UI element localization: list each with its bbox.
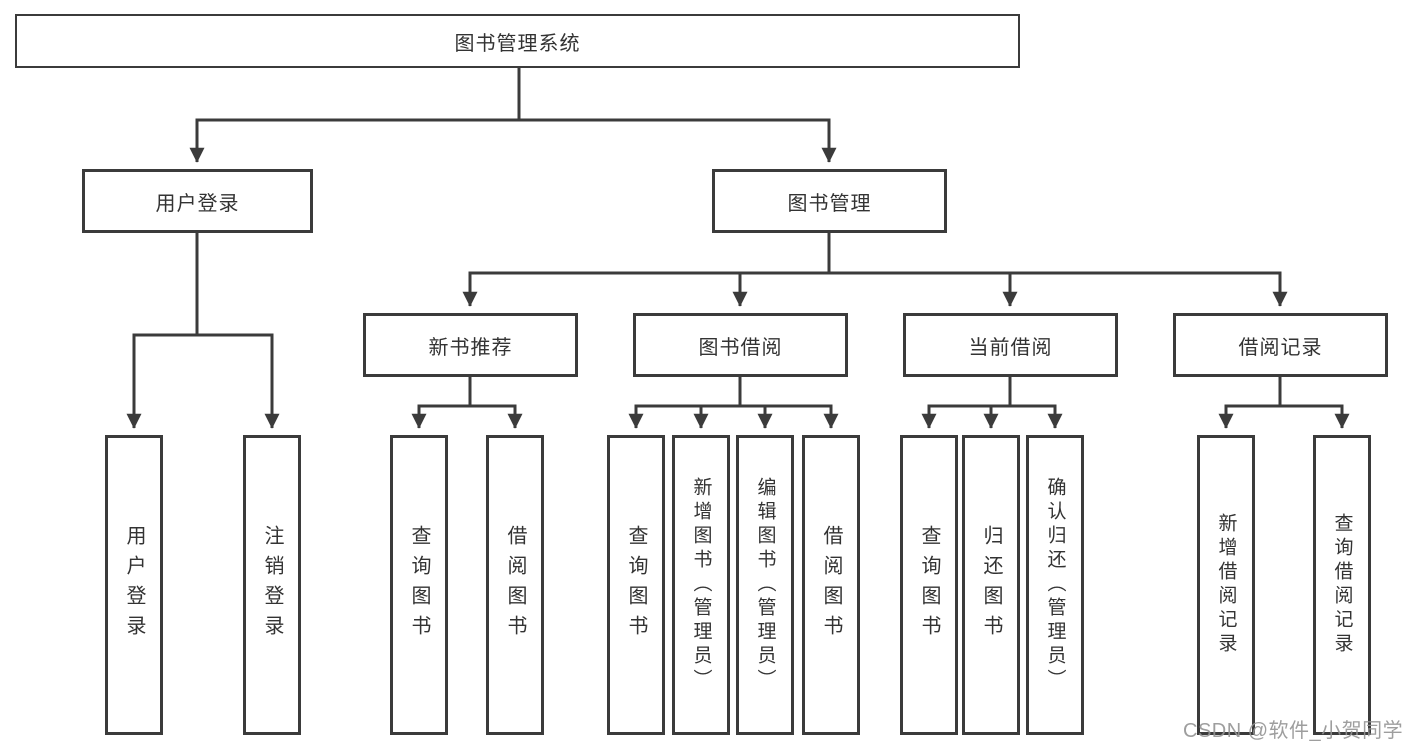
leaf-add-books-admin: 新增图书（管理员） <box>672 435 730 735</box>
node-current-borrow: 当前借阅 <box>903 313 1118 377</box>
node-book-management: 图书管理 <box>712 169 947 233</box>
leaf-query-books-current: 查询图书 <box>900 435 958 735</box>
csdn-watermark: CSDN @软件_小贺同学 <box>1183 720 1404 742</box>
leaf-query-books-borrow: 查询图书 <box>607 435 665 735</box>
leaf-logout: 注销登录 <box>243 435 301 735</box>
node-book-borrow: 图书借阅 <box>633 313 848 377</box>
node-new-book-recommend: 新书推荐 <box>363 313 578 377</box>
leaf-borrow-books-recommend: 借阅图书 <box>486 435 544 735</box>
leaf-query-books-recommend: 查询图书 <box>390 435 448 735</box>
leaf-query-borrow-record: 查询借阅记录 <box>1313 435 1371 735</box>
node-user-login: 用户登录 <box>82 169 313 233</box>
leaf-confirm-return-admin: 确认归还（管理员） <box>1026 435 1084 735</box>
leaf-return-books: 归还图书 <box>962 435 1020 735</box>
node-root-system: 图书管理系统 <box>15 14 1020 68</box>
leaf-user-login: 用户登录 <box>105 435 163 735</box>
leaf-add-borrow-record: 新增借阅记录 <box>1197 435 1255 735</box>
leaf-edit-books-admin: 编辑图书（管理员） <box>736 435 794 735</box>
leaf-borrow-books: 借阅图书 <box>802 435 860 735</box>
node-borrow-records: 借阅记录 <box>1173 313 1388 377</box>
